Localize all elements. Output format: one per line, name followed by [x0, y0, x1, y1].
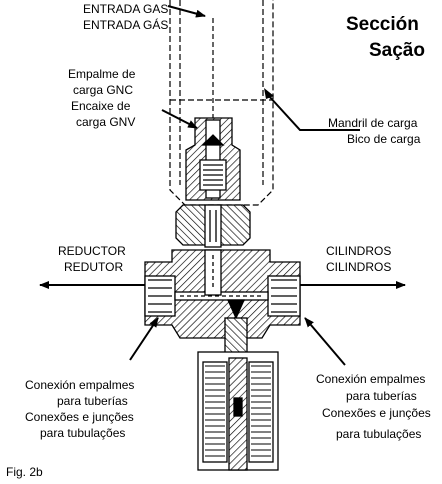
gas-inlet-label-pt: ENTRADA GÁS [83, 17, 168, 32]
pipe-connection-left-line-1: Conexión empalmes [25, 378, 134, 392]
pipe-connection-left-leader [129, 317, 159, 361]
labels: ENTRADA GAS ENTRADA GÁS Sección Sação Em… [6, 2, 431, 479]
fill-chuck-leader [267, 94, 360, 131]
reducer-label-es: REDUCTOR [58, 244, 126, 258]
gas-inlet-label-es: ENTRADA GAS [83, 2, 168, 16]
fill-chuck-label-pt: Bico de carga [347, 132, 421, 146]
pipe-connection-right-line-4: para tubulações [336, 427, 421, 441]
reducer-label-pt: REDUTOR [64, 260, 123, 274]
pipe-connection-right-line-1: Conexión empalmes [316, 372, 425, 386]
pipe-connection-left-line-3: Conexões e junções [25, 410, 134, 424]
figure-label: Fig. 2b [6, 465, 43, 479]
pipe-connection-left-line-4: para tubulações [40, 426, 125, 440]
fill-fitting-label-line-2: carga GNC [73, 83, 133, 97]
pipe-connection-right-leader [304, 317, 346, 366]
title-line-2: Sação [369, 40, 425, 61]
leader-lines [39, 5, 406, 366]
pipe-connection-right-line-3: Conexões e junções [322, 406, 431, 420]
title-line-1: Sección [346, 14, 419, 35]
gas-inlet-leader [167, 5, 206, 18]
valve-upper-body [175, 204, 251, 248]
cylinders-label-pt: CILINDROS [326, 260, 391, 274]
pipe-connection-right-line-2: para tuberías [346, 389, 417, 403]
fill-fitting-label-line-1: Empalme de [68, 67, 136, 81]
gas-inlet-flow-arrow [209, 18, 217, 128]
cylinders-label-es: CILINDROS [326, 244, 391, 258]
fill-fitting-label-line-3: Encaixe de [71, 99, 131, 113]
solenoid-assembly [197, 317, 279, 471]
fill-chuck-label-es: Mandril de carga [328, 116, 418, 130]
fill-fitting-label-line-4: carga GNV [76, 115, 135, 129]
fill-fitting-body [185, 117, 241, 201]
fill-fitting-leader [161, 109, 198, 129]
pipe-connection-left-line-2: para tuberías [57, 394, 128, 408]
valve-main-body [144, 249, 301, 339]
